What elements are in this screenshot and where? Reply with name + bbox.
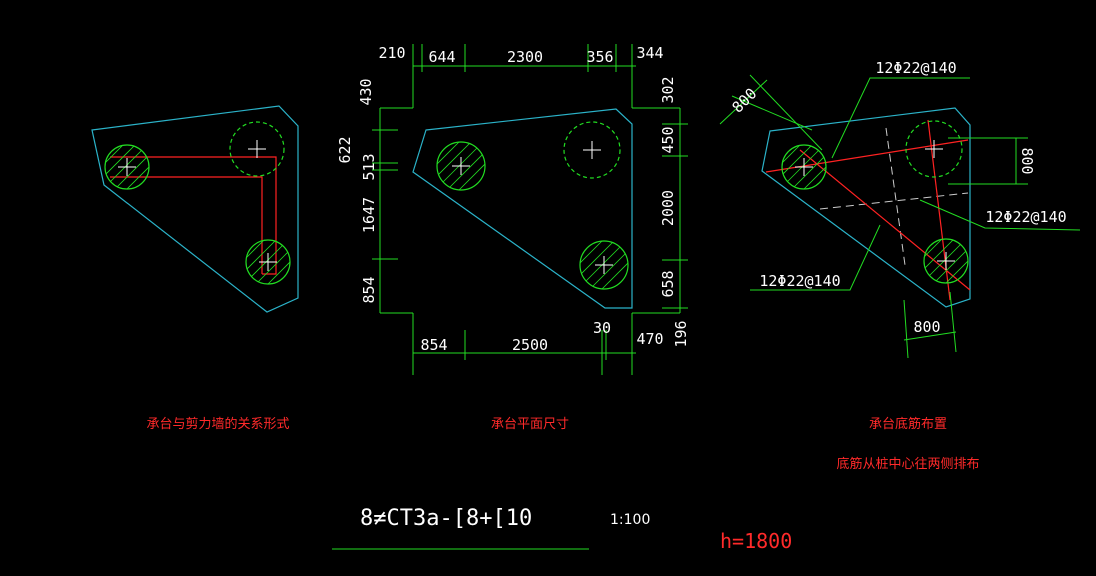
view3-cap-outline bbox=[761, 107, 971, 308]
view1-wall-outer bbox=[110, 156, 277, 275]
view2-right-dim-lines bbox=[662, 108, 688, 313]
view3-bottom-rebar: 800 800 800 12Φ22@140 12Φ22@140 12Φ22@14… bbox=[719, 59, 1081, 472]
view3-pile-dim-3: 800 bbox=[913, 318, 940, 336]
view2-top-dim-1: 210 bbox=[378, 44, 405, 62]
view2-right-dim-1: 302 bbox=[659, 76, 677, 103]
view3-rebar-label-2: 12Φ22@140 bbox=[985, 208, 1066, 226]
view2-top-dim-5: 344 bbox=[636, 44, 663, 62]
drawing-scale: 1:100 bbox=[610, 512, 650, 528]
view3-rebar-label-1: 12Φ22@140 bbox=[875, 59, 956, 77]
view2-plan-dimensions: 210 644 2300 356 344 854 2500 30 470 430 bbox=[336, 44, 690, 432]
view3-axis-c bbox=[927, 119, 951, 301]
view3-axis-b bbox=[799, 149, 971, 291]
view3-leader-lines bbox=[750, 77, 1081, 291]
view2-pile-left bbox=[436, 141, 486, 191]
view2-top-dim-lines bbox=[380, 44, 680, 109]
view2-top-dim-3: 2300 bbox=[507, 48, 543, 66]
view2-left-dim-3: 513 bbox=[360, 153, 378, 180]
view2-caption: 承台平面尺寸 bbox=[491, 417, 569, 432]
view2-bottom-dim-1: 854 bbox=[420, 336, 447, 354]
view2-left-dim-1: 430 bbox=[357, 78, 375, 105]
view1-caption: 承台与剪力墙的关系形式 bbox=[146, 416, 289, 432]
view2-left-dim-2: 622 bbox=[336, 136, 354, 163]
view3-pile-top bbox=[905, 120, 963, 178]
view2-left-dim-lines bbox=[372, 108, 398, 313]
view1-wall-inner bbox=[110, 176, 263, 274]
view2-pile-top bbox=[563, 121, 621, 179]
view3-note: 底筋从桩中心往两侧排布 bbox=[836, 456, 979, 472]
view2-left-dim-4: 1647 bbox=[360, 197, 378, 233]
view2-right-dim-3: 2000 bbox=[659, 190, 677, 226]
view3-band-1 bbox=[885, 127, 906, 266]
view1-cap-with-wall: 承台与剪力墙的关系形式 bbox=[91, 105, 299, 432]
view3-pile-dim-lines bbox=[719, 74, 1028, 359]
view3-rebar-label-3: 12Φ22@140 bbox=[759, 272, 840, 290]
view1-pile-bottom bbox=[245, 239, 291, 285]
view2-right-dim-5: 196 bbox=[672, 320, 690, 347]
view2-bottom-dim-4: 470 bbox=[636, 330, 663, 348]
cap-height: h=1800 bbox=[720, 529, 792, 553]
view3-pile-dim-2: 800 bbox=[1018, 147, 1036, 174]
view2-left-dim-5: 854 bbox=[360, 276, 378, 303]
view2-right-dim-2: 450 bbox=[659, 126, 677, 153]
view2-bottom-dim-3: 30 bbox=[593, 319, 611, 337]
view2-top-dim-2: 644 bbox=[428, 48, 455, 66]
view3-caption: 承台底筋布置 bbox=[869, 416, 947, 432]
view1-pile-left bbox=[104, 144, 150, 190]
view2-cap-outline bbox=[412, 108, 633, 309]
title-block: 8≠CT3a-[8+[10 1:100 h=1800 bbox=[332, 506, 792, 553]
view1-cap-outline bbox=[91, 105, 299, 313]
view2-bottom-dim-2: 2500 bbox=[512, 336, 548, 354]
drawing-mark: 8≠CT3a-[8+[10 bbox=[360, 506, 532, 531]
view2-right-dim-4: 658 bbox=[659, 270, 677, 297]
view2-pile-bottom bbox=[579, 240, 629, 290]
view2-top-dim-4: 356 bbox=[586, 48, 613, 66]
view1-pile-top bbox=[229, 121, 285, 177]
view2-bottom-dim-lines bbox=[380, 312, 680, 375]
view3-band-2 bbox=[819, 192, 969, 210]
